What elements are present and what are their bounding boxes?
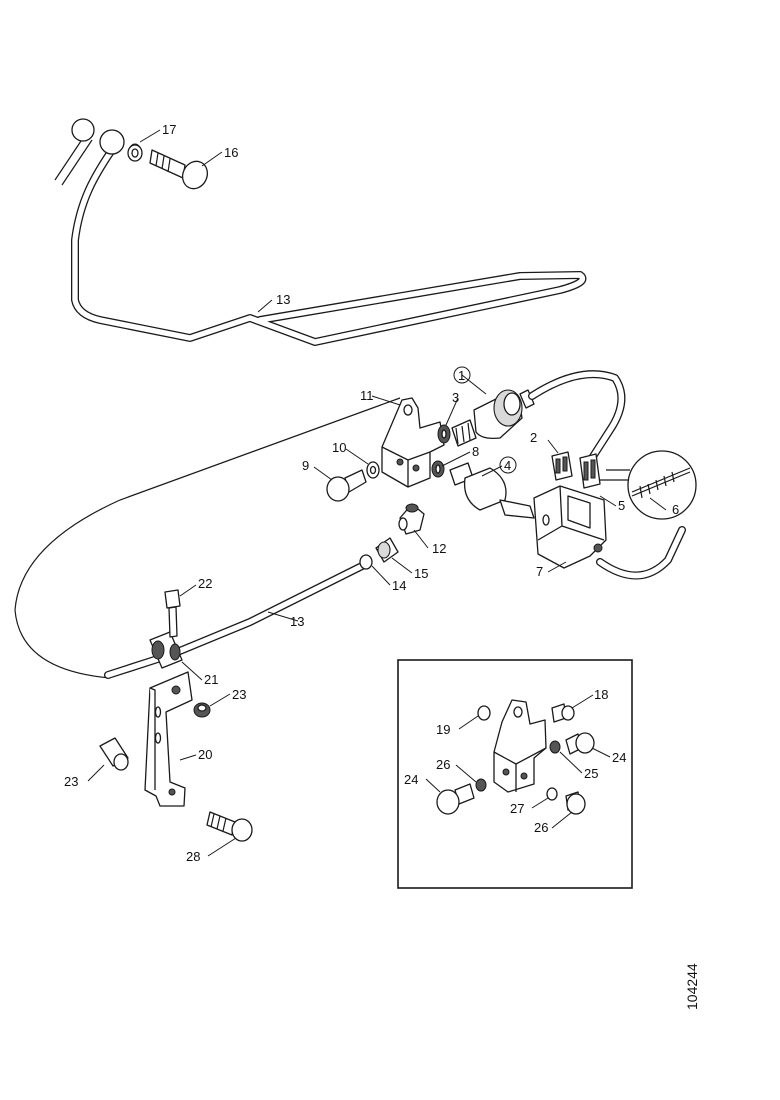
label-13-lower: 13 xyxy=(290,614,304,629)
label-23-left: 23 xyxy=(64,774,78,789)
label-9: 9 xyxy=(302,458,309,473)
washer-3 xyxy=(437,424,451,444)
detail-circle-6 xyxy=(600,450,697,520)
label-19: 19 xyxy=(436,722,450,737)
label-1: 1 xyxy=(458,368,465,383)
label-26-lower: 26 xyxy=(534,820,548,835)
label-13-upper: 13 xyxy=(276,292,290,307)
valve-block-11 xyxy=(381,397,445,488)
hose-upper xyxy=(71,146,587,346)
label-20: 20 xyxy=(198,747,212,762)
label-11: 11 xyxy=(360,388,374,403)
inset-washer-27 xyxy=(546,787,558,801)
bolt-28 xyxy=(206,811,253,842)
inset-valve-block xyxy=(493,699,547,793)
label-24-left: 24 xyxy=(404,772,418,787)
bracket-20 xyxy=(144,671,193,807)
label-3: 3 xyxy=(452,390,459,405)
wire-loom-upper xyxy=(528,370,626,462)
hose-upper-left-branch xyxy=(54,134,93,186)
label-28: 28 xyxy=(186,849,200,864)
pressure-switch-1 xyxy=(451,389,535,447)
nut-23-right xyxy=(193,702,211,718)
label-4: 4 xyxy=(504,458,511,473)
bolt-16 xyxy=(149,149,209,190)
bracket-7 xyxy=(533,485,607,569)
label-8: 8 xyxy=(472,444,479,459)
nut-15 xyxy=(375,537,399,563)
inset-washer-25-left xyxy=(475,778,487,792)
wire-loom-lower xyxy=(596,526,686,580)
inset-washer-25-right xyxy=(549,740,561,754)
label-2: 2 xyxy=(530,430,537,445)
label-27: 27 xyxy=(510,801,524,816)
hose-lower xyxy=(104,562,366,679)
label-15: 15 xyxy=(414,566,428,581)
inset-bolt-24-left xyxy=(436,783,475,815)
label-25-right: 25 xyxy=(584,766,598,781)
elbow-fitting-12 xyxy=(398,503,425,535)
label-12: 12 xyxy=(432,541,446,556)
clamp-21 xyxy=(149,631,183,669)
label-23-right: 23 xyxy=(232,687,246,702)
washer-17 xyxy=(127,144,143,162)
label-circles xyxy=(453,366,517,474)
label-14: 14 xyxy=(392,578,406,593)
washer-10 xyxy=(366,461,380,479)
drawing-reference-number: 104244 xyxy=(684,963,700,1010)
label-22: 22 xyxy=(198,576,212,591)
label-21: 21 xyxy=(204,672,218,687)
inset-washer-19 xyxy=(477,705,491,721)
part-labels: 17 16 13 11 3 1 2 8 4 5 6 7 10 9 12 15 1… xyxy=(64,122,679,864)
sensor-4 xyxy=(449,462,535,519)
label-6: 6 xyxy=(672,502,679,517)
sweeping-return-line xyxy=(14,397,401,679)
label-10: 10 xyxy=(332,440,346,455)
inset-bolt-18 xyxy=(551,703,575,723)
washer-8 xyxy=(431,460,445,478)
leader-lines xyxy=(87,129,667,857)
inset-bolt-26 xyxy=(565,791,586,815)
spacer-23-left xyxy=(99,737,129,771)
label-18: 18 xyxy=(594,687,608,702)
label-7: 7 xyxy=(536,564,543,579)
label-26-upper: 26 xyxy=(436,757,450,772)
bolt-22 xyxy=(164,589,181,638)
label-16: 16 xyxy=(224,145,238,160)
label-24-right: 24 xyxy=(612,750,626,765)
inset-bolt-24-right xyxy=(565,732,595,755)
label-5: 5 xyxy=(618,498,625,513)
bolt-9 xyxy=(326,469,367,502)
label-17: 17 xyxy=(162,122,176,137)
inset-frame xyxy=(397,659,633,889)
connector-2 xyxy=(551,451,601,489)
olive-14 xyxy=(359,554,373,570)
